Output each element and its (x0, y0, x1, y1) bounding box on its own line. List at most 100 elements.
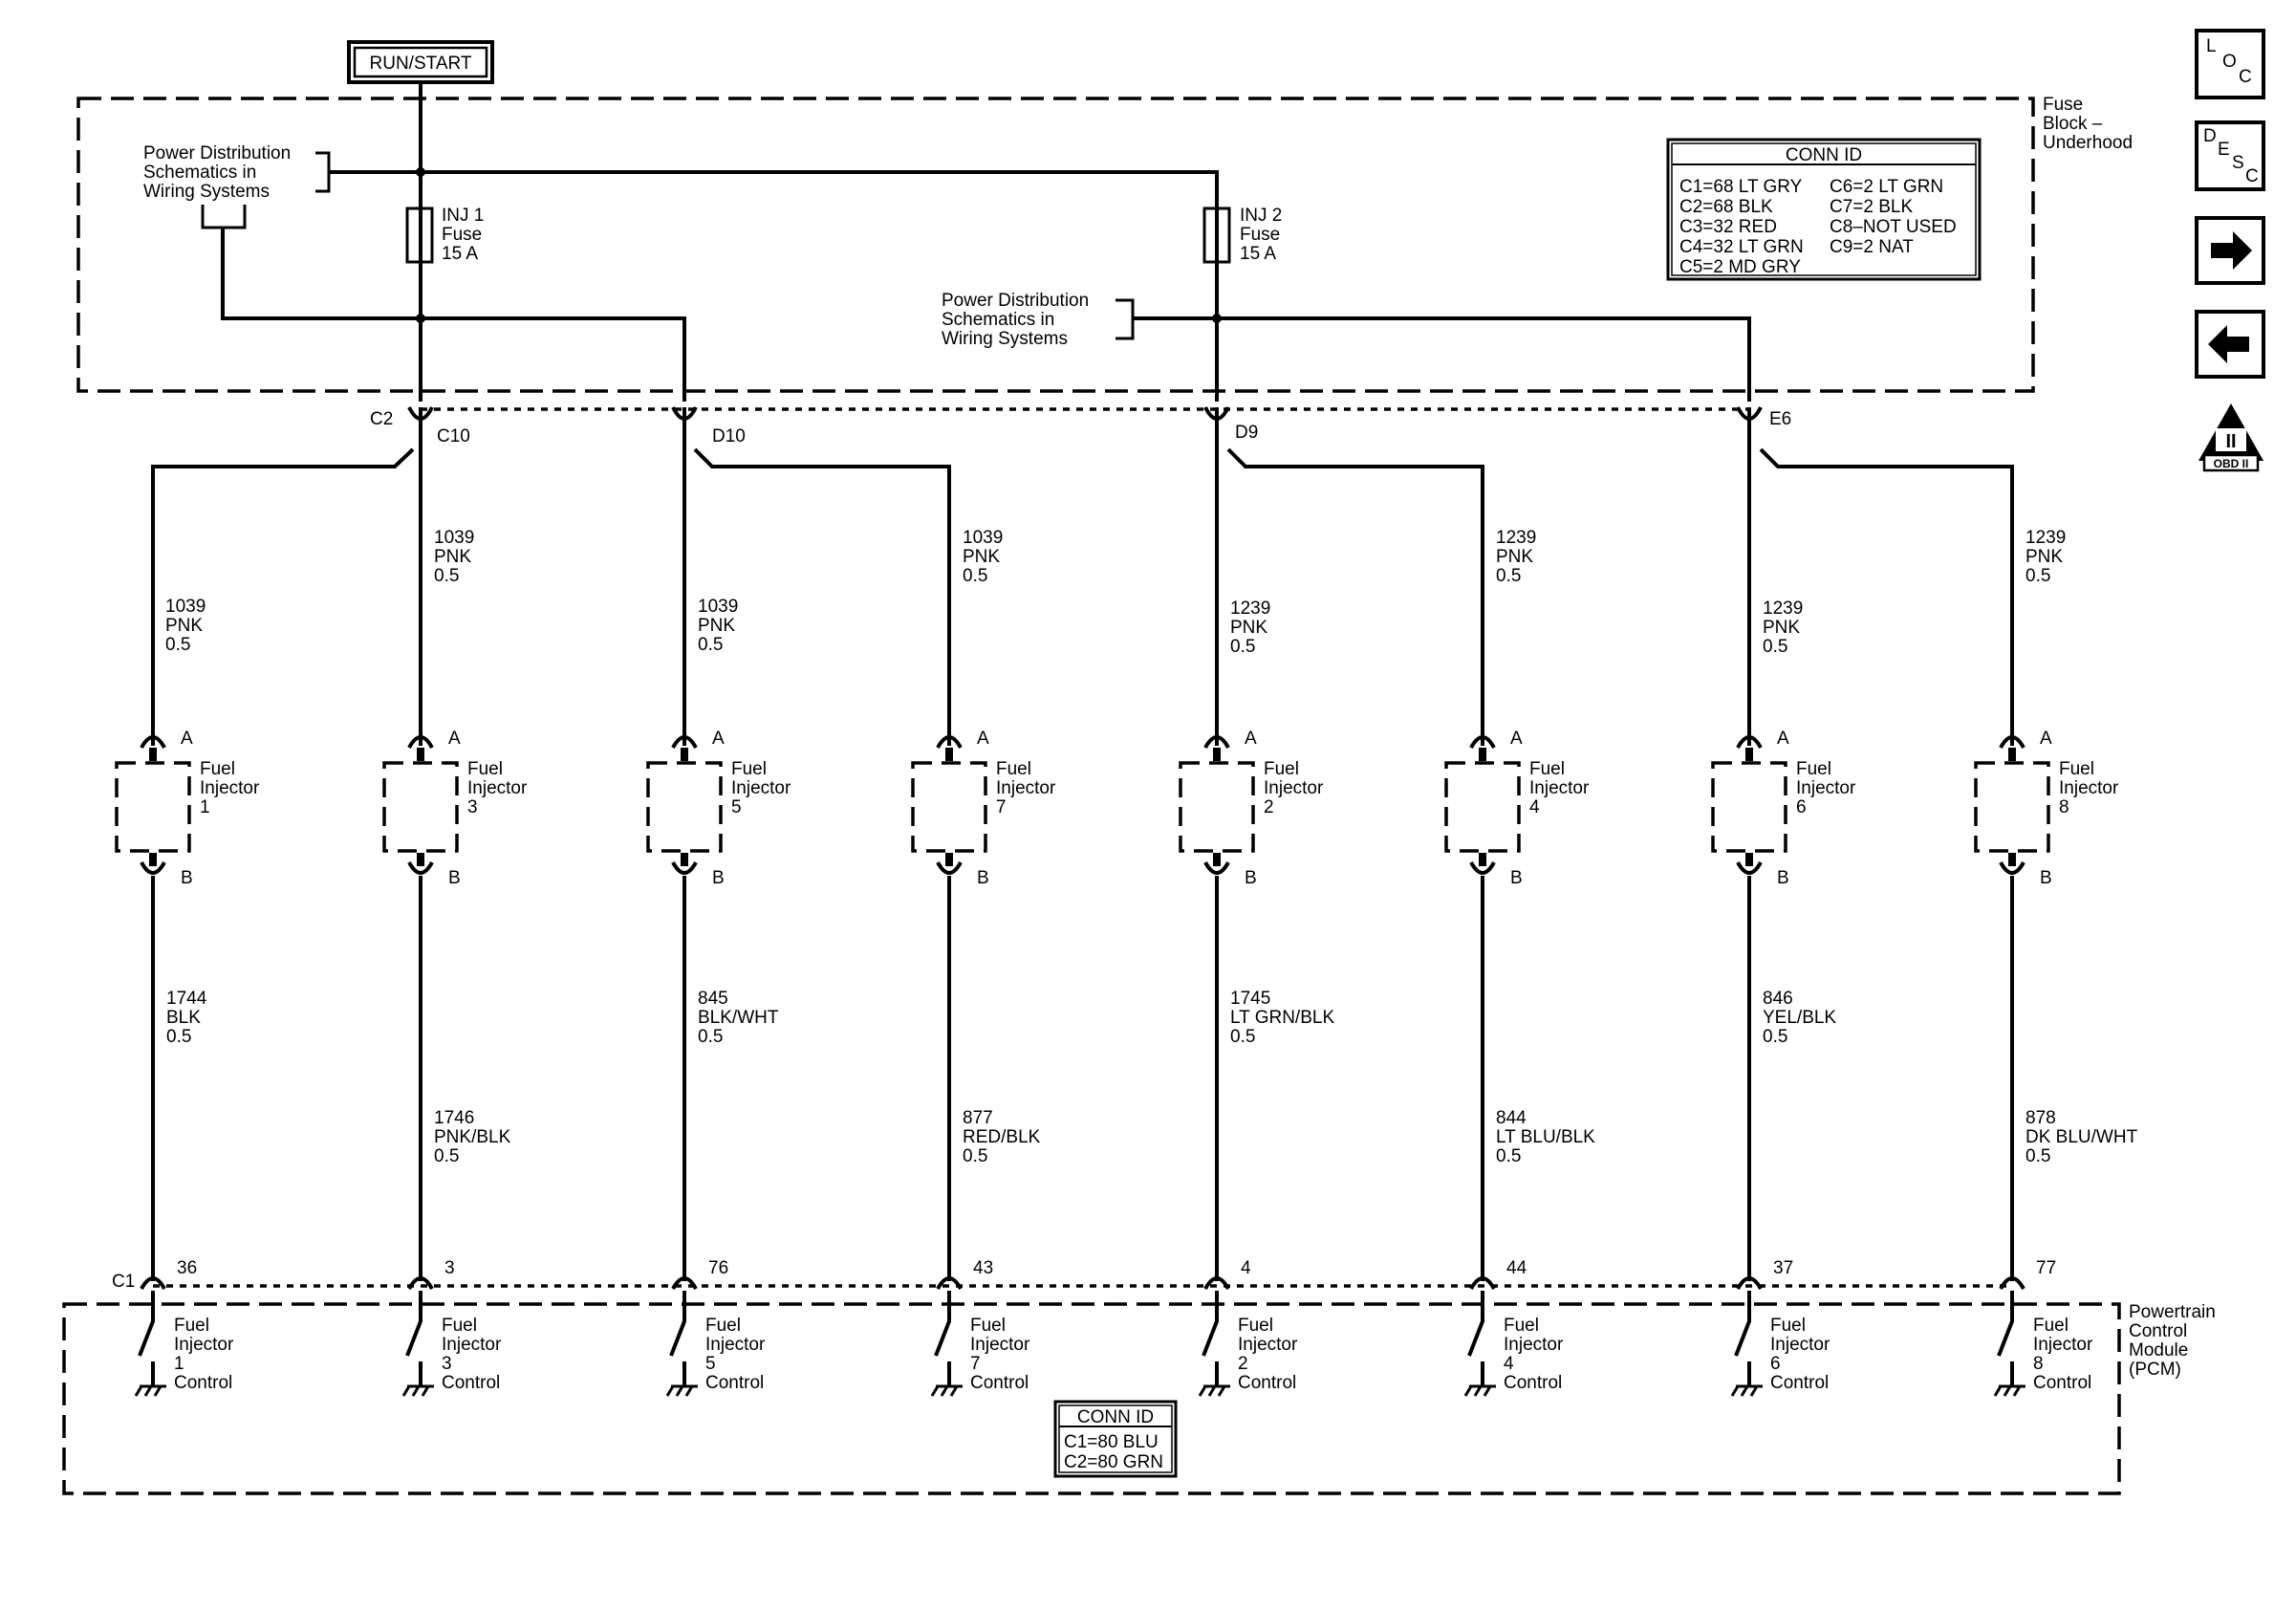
pcm-pin-number: 44 (1506, 1258, 1527, 1278)
control-wire-color: LT BLU/BLK (1496, 1127, 1595, 1147)
pin-a-terminal-icon (1736, 735, 1763, 750)
desc-letter: E (2218, 140, 2230, 160)
injector-name: Injector (1796, 778, 1856, 798)
fuel-injector-body (1179, 761, 1255, 853)
feed-wire-color: PNK (1763, 618, 1800, 638)
terminal-pin-icon (1479, 853, 1486, 866)
pcm-pin-number: 36 (177, 1258, 197, 1278)
pcm-switch-icon (934, 1291, 951, 1386)
pcm-pin-number: 77 (2036, 1258, 2056, 1278)
pin-b-label: B (181, 868, 193, 888)
fuse-label-line: Fuse (442, 225, 482, 245)
desc-button[interactable]: D E S C (2195, 120, 2265, 191)
pcm-control-label: 7 (970, 1354, 981, 1374)
pcm-switch-icon (1734, 1291, 1751, 1386)
pcm-control-label: Control (1770, 1373, 1829, 1393)
fuse-inj1: INJ 1 Fuse 15 A (405, 206, 484, 264)
pcm-conn-id-title: CONN ID (1077, 1407, 1154, 1427)
injector-name: 4 (1529, 797, 1540, 817)
ground-icon (1198, 1384, 1230, 1397)
control-wire-color: YEL/BLK (1763, 1008, 1836, 1028)
pin-b-label: B (2040, 868, 2052, 888)
control-wire-circuit: 846 (1763, 989, 1793, 1009)
control-wire-size: 0.5 (1496, 1146, 1521, 1166)
obd-ii-button[interactable]: II OBD II (2199, 403, 2264, 472)
pcm-control-label: Injector (970, 1335, 1030, 1355)
pcm-control-label: Control (1238, 1373, 1296, 1393)
injector-name: Injector (2059, 778, 2119, 798)
injector-name: Injector (996, 778, 1056, 798)
feed-wire-size: 0.5 (698, 635, 723, 655)
injector-name: Fuel (467, 759, 503, 779)
feed-wire-size: 0.5 (1230, 637, 1255, 657)
terminal-pin-icon (681, 853, 688, 866)
pcm-control-label: Injector (1504, 1335, 1564, 1355)
injector-name: Injector (1529, 778, 1590, 798)
ground-icon (665, 1384, 698, 1397)
pin-b-label: B (1245, 868, 1257, 888)
injector-name: 7 (996, 797, 1007, 817)
pin-b-terminal-icon (1469, 860, 1496, 875)
injector-name: 8 (2059, 797, 2069, 817)
pin-a-label: A (181, 729, 193, 749)
control-wire-color: BLK/WHT (698, 1008, 779, 1028)
feed-wire (151, 447, 415, 746)
connector-label: D10 (712, 426, 746, 446)
pcm-control-label: Control (174, 1373, 232, 1393)
control-wire-size: 0.5 (166, 1027, 191, 1047)
injector-name: Injector (467, 778, 528, 798)
fuse-label-line: 15 A (1240, 244, 1276, 264)
obd-label: OBD II (2214, 457, 2249, 470)
feed-wire (693, 447, 951, 746)
injector-name: Fuel (1264, 759, 1299, 779)
loc-button[interactable]: L O C (2195, 29, 2265, 99)
feed-wire-color: PNK (1496, 547, 1533, 567)
feed-wire (1226, 447, 1484, 746)
desc-letter: S (2232, 153, 2244, 173)
feed-wire-size: 0.5 (165, 635, 190, 655)
pcm-control-label: Control (2033, 1373, 2091, 1393)
fuel-injector-body (646, 761, 723, 853)
injector-name: 1 (200, 797, 210, 817)
pd-right-line: Wiring Systems (942, 329, 1068, 349)
pcm-control-label: Injector (1238, 1335, 1298, 1355)
pin-a-terminal-icon (1469, 735, 1496, 750)
loc-letter: C (2239, 67, 2252, 87)
feed-wire-circuit: 1239 (2025, 528, 2066, 548)
feed-wire-color: PNK (1230, 618, 1267, 638)
pcm-control-label: Control (442, 1373, 500, 1393)
feed-wire-size: 0.5 (963, 566, 987, 586)
terminal-pin-icon (945, 748, 953, 761)
pcm-control-label: Injector (442, 1335, 502, 1355)
pd-right-line: Power Distribution (942, 291, 1089, 311)
power-source-box: RUN/START (347, 40, 494, 84)
conn-id-entry: C9=2 NAT (1830, 237, 1914, 257)
terminal-pin-icon (945, 853, 953, 866)
feed-wire-color: PNK (698, 616, 735, 636)
arrow-right-icon (2211, 231, 2252, 270)
pcm-label-line: (PCM) (2129, 1360, 2181, 1380)
injector-circuits: AFuelInjector1B1039PNK0.51744BLK0.536Fue… (115, 406, 2138, 1397)
terminal-pin-icon (1745, 748, 1753, 761)
pcm-control-label: Injector (2033, 1335, 2093, 1355)
pcm-conn-id-table: CONN ID C1=80 BLU C2=80 GRN (1053, 1400, 1178, 1478)
control-wire-size: 0.5 (1230, 1027, 1255, 1047)
pcm-connector-label: C1 (112, 1272, 135, 1292)
forward-button[interactable] (2195, 216, 2265, 285)
fuel-injector-body (1444, 761, 1521, 853)
control-wire-color: LT GRN/BLK (1230, 1008, 1334, 1028)
feed-wire-circuit: 1239 (1763, 599, 1803, 619)
injector-name: 3 (467, 797, 478, 817)
arrow-left-icon (2208, 325, 2249, 363)
fuel-injector-body (1711, 761, 1787, 853)
feed-wire-color: PNK (434, 547, 471, 567)
injector-circuit: AFuelInjector6B1239PNK0.5846YEL/BLK0.537… (1711, 407, 1856, 1397)
control-wire-circuit: 845 (698, 989, 728, 1009)
injector-circuit: AFuelInjector1B1039PNK0.51744BLK0.536Fue… (115, 447, 415, 1397)
inj2-feed-wire (329, 170, 1219, 402)
injector-name: Fuel (200, 759, 235, 779)
pin-a-label: A (1245, 729, 1257, 749)
back-button[interactable] (2195, 310, 2265, 379)
pcm-control-label: Fuel (442, 1316, 477, 1336)
